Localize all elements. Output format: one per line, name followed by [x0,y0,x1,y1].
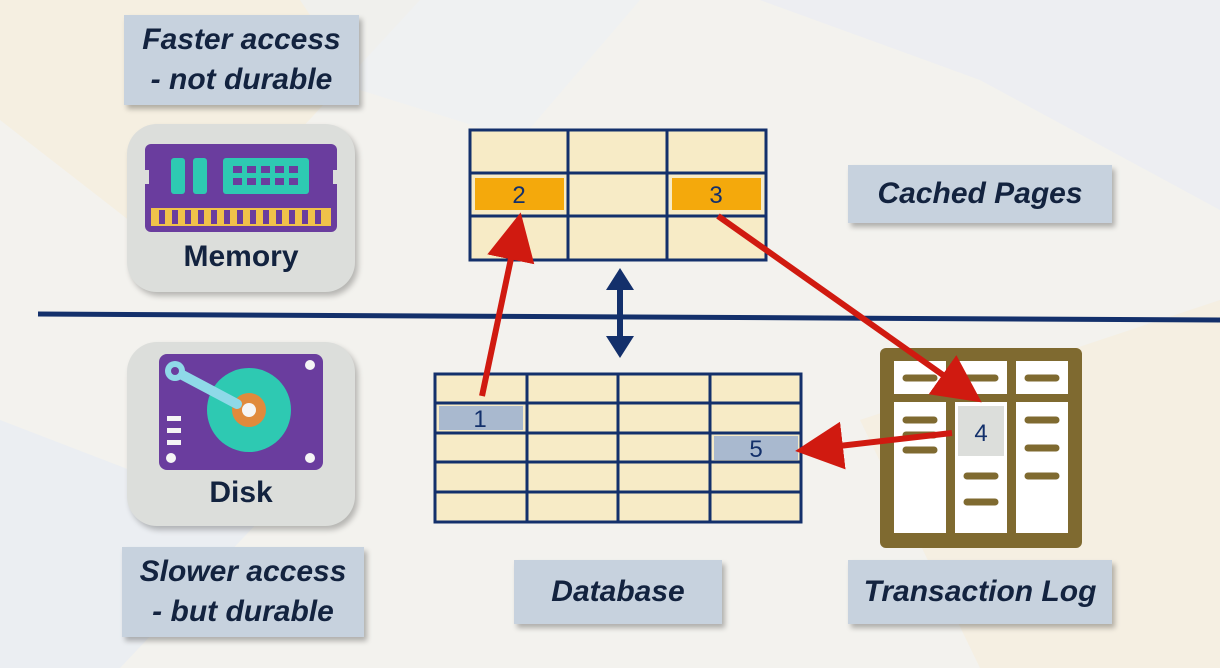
cell-number-5: 5 [749,436,762,463]
cell-number-4: 4 [974,420,987,447]
arrow-log-to-db [795,421,953,470]
arrow-db-to-cache [479,212,535,397]
disk-tile: Disk [127,342,355,526]
memory-note-label: Faster access - not durable [124,15,359,105]
log-entry-4 [958,406,1004,456]
memory-tile: Memory [127,124,355,292]
ram-chip-icon [135,144,347,232]
hard-drive-icon [159,354,323,470]
transaction-log-icon [880,348,1082,548]
cell-number-1: 1 [473,406,486,433]
cached-pages-label: Cached Pages [848,165,1112,223]
memory-label: Memory [183,240,299,273]
cell-number-3: 3 [709,182,722,209]
database-label: Database [514,560,722,624]
transaction-log-label: Transaction Log [848,560,1112,624]
cell-number-2: 2 [512,182,525,209]
arrow-cache-to-log [716,213,982,403]
cached-page-3 [672,178,761,210]
db-row-5 [714,436,798,460]
cached-page-2 [475,178,564,210]
memory-disk-divider [37,311,1220,323]
db-row-1 [439,406,523,430]
disk-label: Disk [209,476,273,509]
database-grid [433,372,803,524]
disk-note-label: Slower access - but durable [122,547,364,637]
red-arrows [479,212,982,470]
bidirectional-arrow-icon [606,268,634,358]
